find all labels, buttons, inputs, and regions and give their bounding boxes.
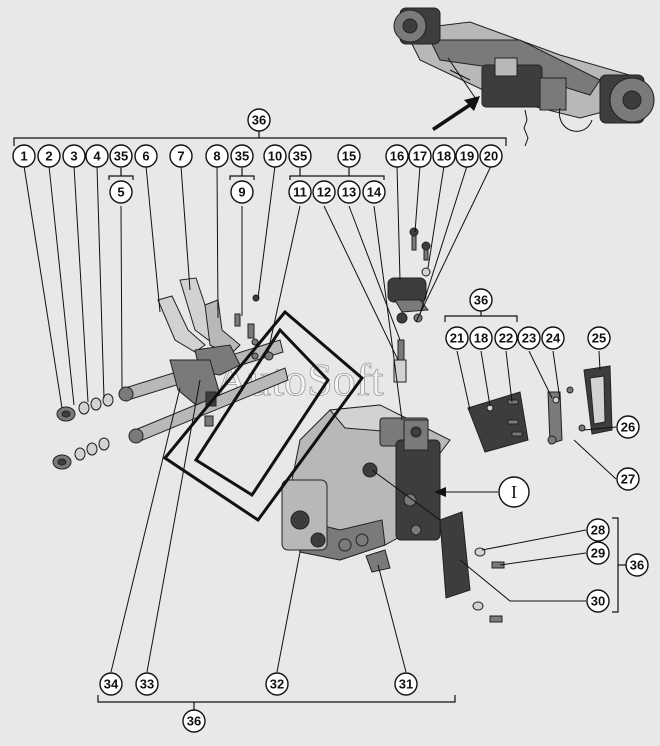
callout-26: 26 [616, 415, 640, 439]
callout-5: 5 [109, 180, 133, 204]
callout-22: 22 [494, 326, 518, 350]
callout-3: 3 [62, 144, 86, 168]
callout-28: 28 [586, 518, 610, 542]
callout-7: 7 [169, 144, 193, 168]
svg-text:15: 15 [342, 149, 356, 164]
callout-10: 10 [263, 144, 287, 168]
callout-36-bottom: 36 [182, 709, 206, 733]
svg-text:35: 35 [235, 149, 249, 164]
callout-21: 21 [445, 326, 469, 350]
top-fasteners [387, 227, 431, 383]
svg-text:31: 31 [399, 677, 413, 692]
svg-text:5: 5 [117, 185, 124, 200]
svg-text:34: 34 [104, 677, 119, 692]
callout-30: 30 [586, 589, 610, 613]
callout-18-a: 18 [432, 144, 456, 168]
shift-fork-assembly [118, 277, 289, 444]
callout-9: 9 [230, 180, 254, 204]
callout-31: 31 [394, 672, 418, 696]
svg-text:27: 27 [621, 472, 635, 487]
svg-text:18: 18 [437, 149, 451, 164]
svg-text:36: 36 [630, 558, 644, 573]
svg-text:33: 33 [140, 677, 154, 692]
callout-36-mid: 36 [469, 288, 493, 312]
svg-text:35: 35 [114, 149, 128, 164]
axle-overview-illustration [393, 7, 655, 147]
svg-text:35: 35 [293, 149, 307, 164]
svg-text:36: 36 [187, 714, 201, 729]
callout-34: 34 [99, 672, 123, 696]
svg-text:17: 17 [413, 149, 427, 164]
svg-text:30: 30 [591, 594, 605, 609]
svg-text:25: 25 [592, 331, 606, 346]
callout-36-right: 36 [625, 553, 649, 577]
callout-12: 12 [312, 180, 336, 204]
callout-27: 27 [616, 467, 640, 491]
seal-rings [52, 393, 114, 470]
gearbox-housing [281, 404, 451, 561]
side-cover-parts [365, 365, 613, 623]
svg-text:26: 26 [621, 420, 635, 435]
svg-text:24: 24 [546, 331, 561, 346]
svg-text:13: 13 [342, 185, 356, 200]
svg-text:20: 20 [484, 149, 498, 164]
callout-33: 33 [135, 672, 159, 696]
svg-text:10: 10 [268, 149, 282, 164]
callout-35-a: 35 [109, 144, 133, 168]
brackets [13, 130, 626, 710]
svg-text:1: 1 [20, 149, 27, 164]
callout-11: 11 [288, 180, 312, 204]
svg-text:16: 16 [390, 149, 404, 164]
callout-2: 2 [37, 144, 61, 168]
callout-14: 14 [362, 180, 386, 204]
svg-text:19: 19 [460, 149, 474, 164]
callout-35-b: 35 [230, 144, 254, 168]
view-marker-I: I [498, 476, 530, 508]
location-arrow [432, 96, 480, 131]
svg-text:23: 23 [522, 331, 536, 346]
svg-text:32: 32 [270, 677, 284, 692]
callout-18-b: 18 [469, 326, 493, 350]
leader-lines [23, 165, 617, 673]
svg-text:36: 36 [252, 113, 266, 128]
callout-35-c: 35 [288, 144, 312, 168]
callout-6: 6 [134, 144, 158, 168]
callout-1: 1 [12, 144, 36, 168]
svg-text:12: 12 [317, 185, 331, 200]
callout-16: 16 [385, 144, 409, 168]
svg-text:18: 18 [474, 331, 488, 346]
svg-text:36: 36 [474, 293, 488, 308]
svg-text:29: 29 [591, 546, 605, 561]
callout-13: 13 [337, 180, 361, 204]
callout-24: 24 [541, 326, 565, 350]
svg-text:11: 11 [293, 185, 307, 200]
callout-25: 25 [587, 326, 611, 350]
svg-text:4: 4 [93, 149, 101, 164]
svg-text:6: 6 [142, 149, 149, 164]
svg-text:8: 8 [213, 149, 220, 164]
svg-text:9: 9 [238, 185, 245, 200]
svg-text:2: 2 [45, 149, 52, 164]
svg-text:22: 22 [499, 331, 513, 346]
svg-text:3: 3 [70, 149, 77, 164]
callout-32: 32 [265, 672, 289, 696]
callout-8: 8 [205, 144, 229, 168]
svg-text:7: 7 [177, 149, 184, 164]
callout-19: 19 [455, 144, 479, 168]
callout-36-top: 36 [247, 108, 271, 132]
callout-17: 17 [408, 144, 432, 168]
gasket-outline [162, 309, 365, 523]
callout-15: 15 [337, 144, 361, 168]
svg-text:21: 21 [450, 331, 464, 346]
callout-29: 29 [586, 541, 610, 565]
svg-text:14: 14 [367, 185, 382, 200]
svg-text:28: 28 [591, 523, 605, 538]
callout-23: 23 [517, 326, 541, 350]
callout-4: 4 [85, 144, 109, 168]
svg-text:I: I [511, 482, 517, 502]
callout-20: 20 [479, 144, 503, 168]
